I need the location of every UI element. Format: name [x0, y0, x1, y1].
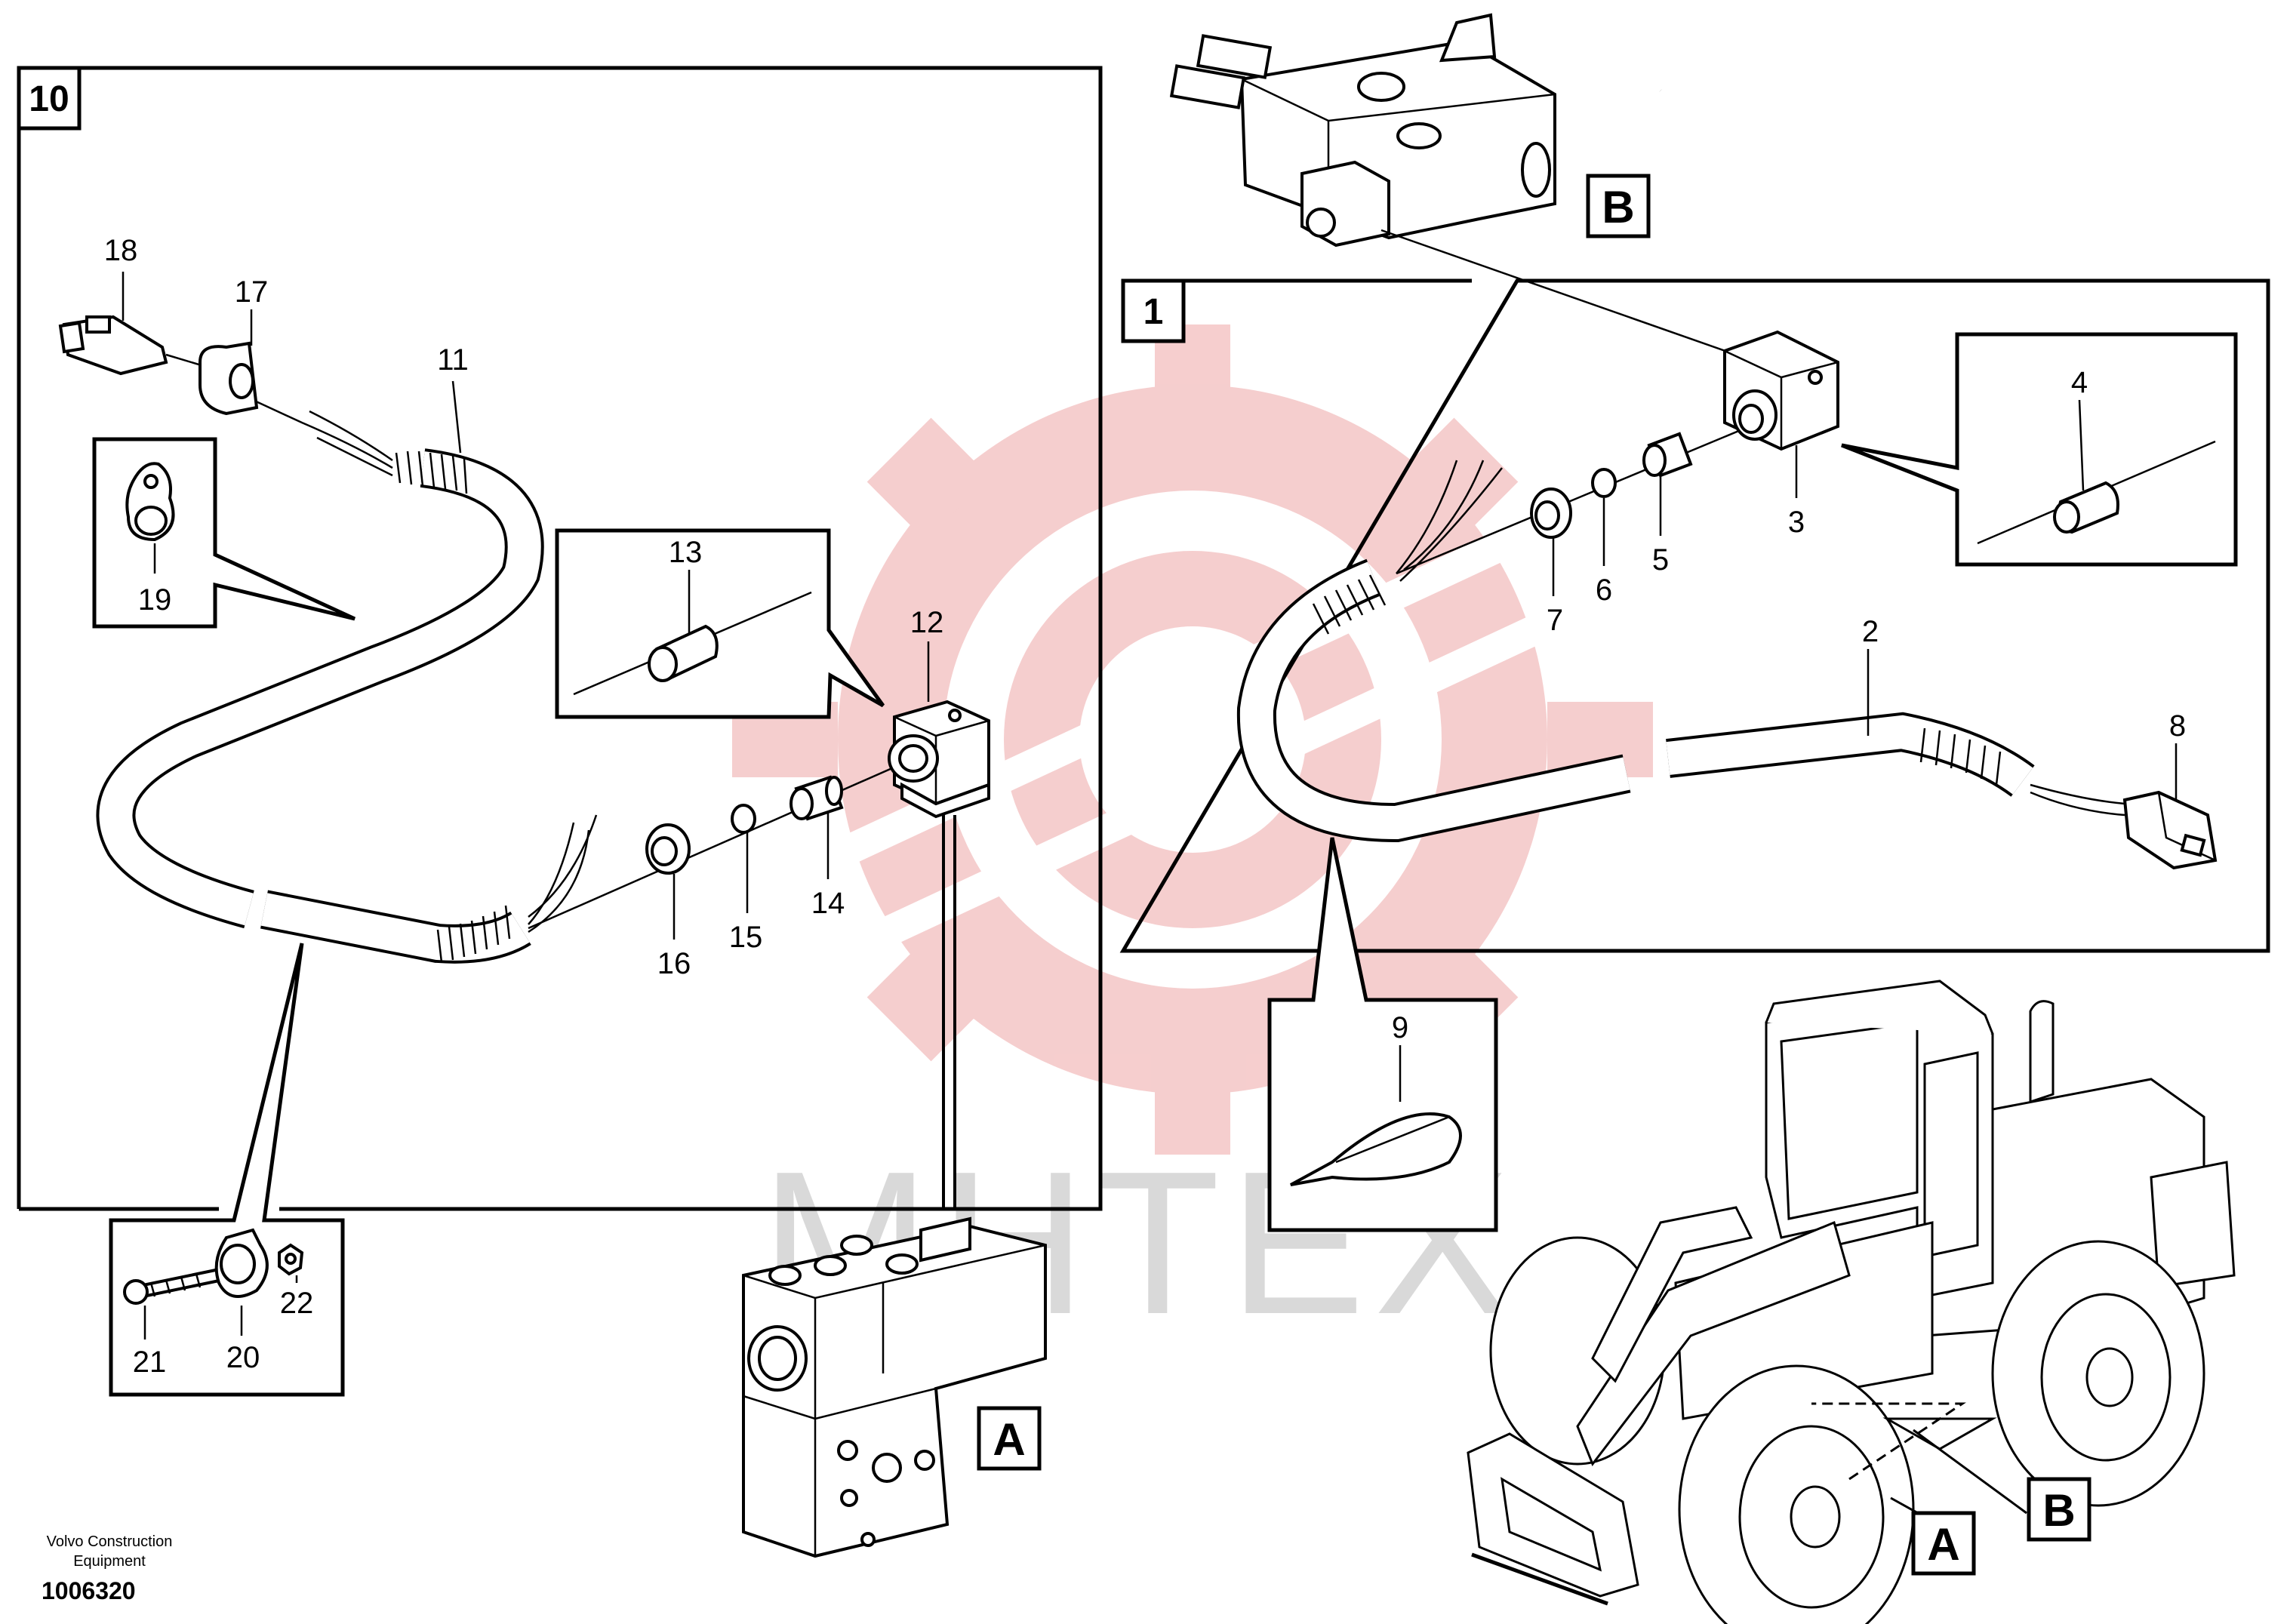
part-label-15: 15	[729, 921, 763, 954]
leaders-kit-10	[122, 272, 930, 940]
watermark-gear	[701, 324, 1711, 1155]
connector-18	[58, 315, 205, 376]
inset-19	[92, 437, 356, 629]
kit-10-label: 10	[29, 79, 69, 119]
part-label-3: 3	[1788, 506, 1805, 539]
part-label-21: 21	[133, 1346, 167, 1379]
washer-15	[731, 804, 756, 834]
part-label-4: 4	[2071, 366, 2088, 399]
washer-6	[1591, 468, 1617, 498]
connector-block-3	[1723, 330, 1839, 451]
hose-assembly-2	[1236, 421, 2125, 843]
view-b-loader-label: B	[2042, 1485, 2075, 1536]
part-label-20: 20	[226, 1341, 260, 1374]
part-label-6: 6	[1596, 574, 1612, 607]
nut-14	[789, 775, 844, 821]
inset-4	[1841, 332, 2238, 567]
part-label-16: 16	[657, 947, 691, 980]
grommet-7	[1530, 488, 1572, 539]
wheel-loader	[1467, 980, 2236, 1624]
drawing-number: 1006320	[42, 1577, 136, 1604]
hose-assembly-11	[96, 398, 906, 964]
part-label-8: 8	[2169, 709, 2186, 743]
connector-8	[2122, 790, 2218, 870]
part-label-13: 13	[669, 536, 703, 569]
part-label-22: 22	[280, 1287, 314, 1320]
housing-17	[199, 341, 259, 416]
valve-block-b	[1169, 13, 1737, 356]
inset-9	[1267, 837, 1498, 1232]
kit-1-frame: 1	[1119, 278, 2270, 953]
part-label-18: 18	[104, 234, 138, 267]
nut-5	[1642, 432, 1693, 478]
company-name: Volvo Construction Equipment	[15, 1532, 204, 1571]
kit-1-label: 1	[1143, 292, 1164, 332]
grommet-16	[645, 823, 691, 875]
view-a-loader-label: A	[1927, 1519, 1959, 1570]
kit-10-frame: 10	[17, 66, 1103, 1212]
part-label-9: 9	[1392, 1011, 1408, 1044]
part-labels: 18 17 11 19 13 12 14 15 16 21 20 22 4 3 …	[104, 234, 2186, 1379]
part-label-12: 12	[910, 606, 944, 639]
part-label-14: 14	[811, 887, 845, 920]
inset-20-22	[109, 943, 345, 1397]
inset-13	[555, 528, 885, 719]
part-label-11: 11	[437, 343, 469, 377]
connector-block-12	[888, 700, 990, 1207]
leaders-kit-1	[1399, 399, 2178, 1102]
part-label-5: 5	[1652, 543, 1669, 577]
company-name-line1: Volvo Construction	[46, 1533, 173, 1550]
part-label-17: 17	[235, 275, 269, 309]
part-label-2: 2	[1862, 615, 1879, 648]
view-b-label: B	[1602, 182, 1634, 232]
company-name-line2: Equipment	[73, 1553, 146, 1570]
part-label-7: 7	[1547, 604, 1563, 637]
valve-block-a	[742, 1216, 1047, 1558]
view-a-label: A	[993, 1414, 1025, 1465]
part-label-19: 19	[138, 583, 172, 617]
